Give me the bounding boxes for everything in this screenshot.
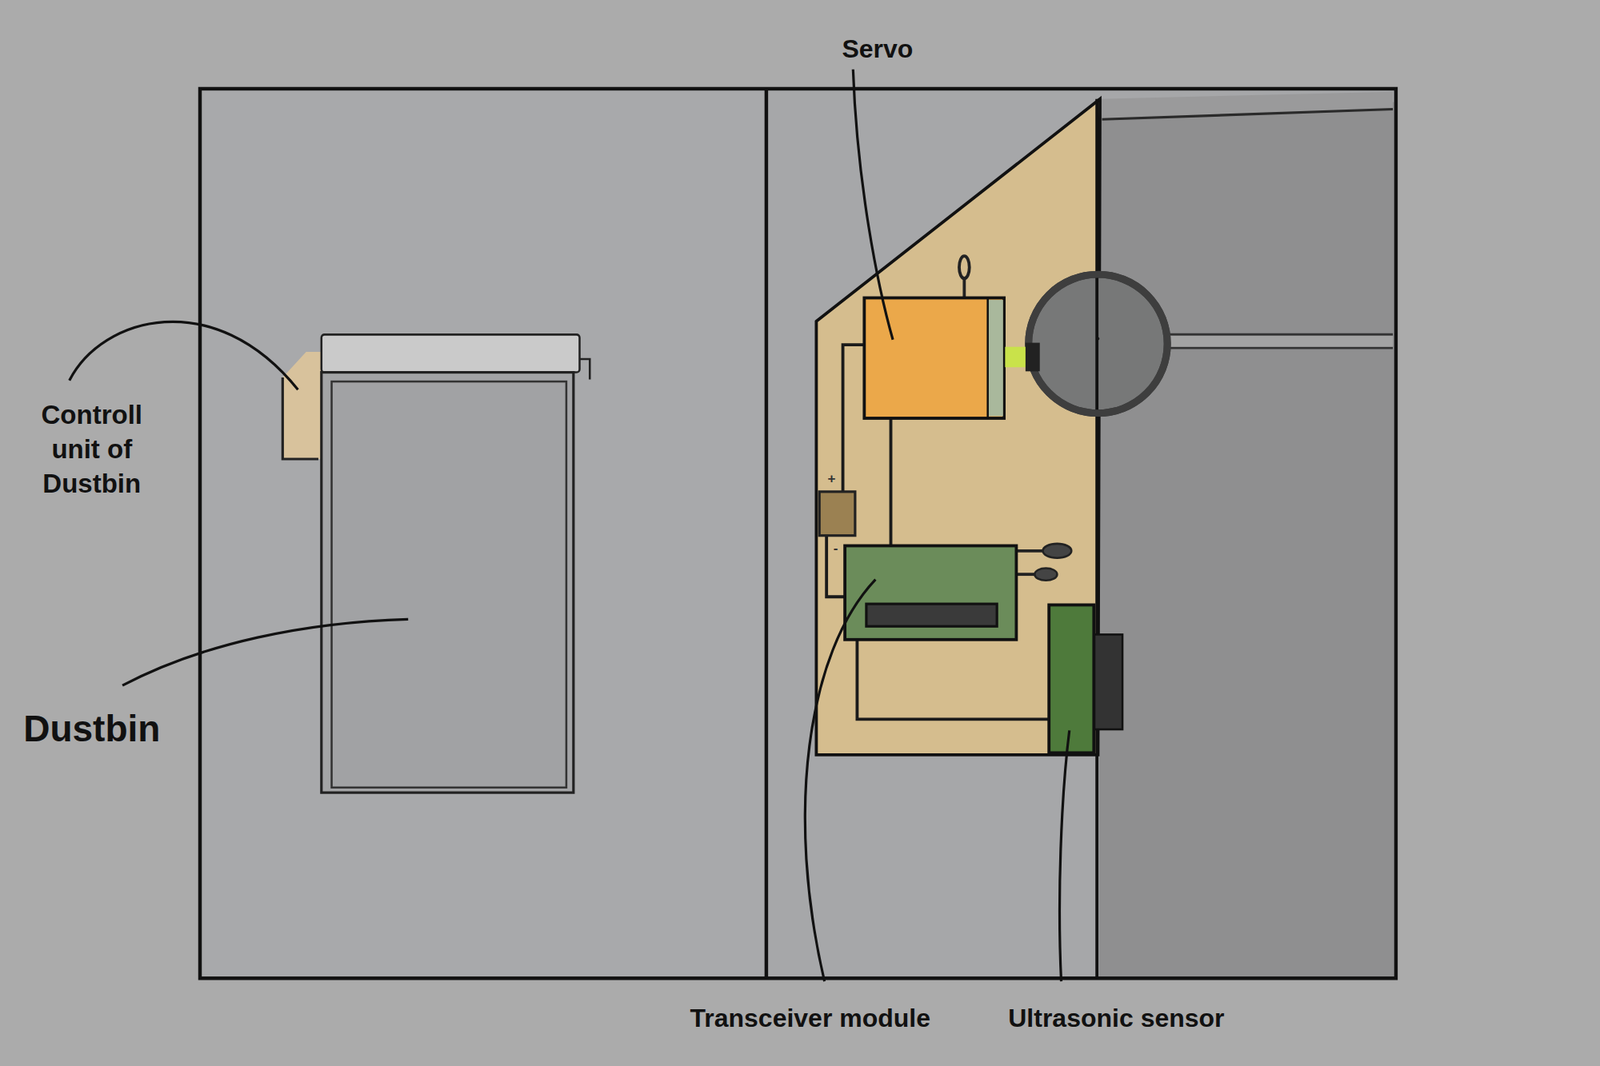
- frame-part: [1095, 755, 1099, 978]
- wires-part: [843, 344, 865, 492]
- dustbin-drawing-part: [282, 352, 321, 460]
- frame: [200, 88, 1396, 979]
- servo-drawing-part: [959, 256, 970, 279]
- battery-drawing-part: [819, 492, 856, 536]
- dustbin-drawing-part: [282, 377, 319, 460]
- transceiver-drawing-part: [844, 545, 1016, 640]
- control-unit-drawing-part: [1028, 274, 1168, 413]
- frame-part: [1163, 346, 1393, 349]
- wires-part: [889, 418, 893, 564]
- transceiver-drawing-part: [1043, 544, 1072, 559]
- frame-part: [200, 88, 767, 979]
- dustbin-drawing-part: [579, 359, 590, 380]
- ultrasonic-drawing: [1048, 604, 1123, 753]
- transceiver-drawing: [844, 544, 1072, 640]
- frame-part: [764, 88, 768, 979]
- polarity-sign: -: [833, 541, 839, 556]
- transceiver-drawing-part: [1034, 568, 1057, 581]
- part-label: Controll unit of Dustbin: [21, 397, 162, 501]
- transceiver-drawing-part: [866, 604, 997, 627]
- wires-part: [826, 536, 845, 598]
- servo-drawing: [864, 256, 1040, 419]
- leader-lines-part: [804, 580, 876, 983]
- servo-drawing-part: [962, 278, 966, 298]
- frame-part: [766, 88, 1396, 979]
- part-label: Servo: [841, 33, 913, 64]
- part-label: Dustbin: [23, 707, 160, 751]
- frame-part: [1100, 92, 1393, 120]
- frame-part: [1099, 102, 1395, 978]
- servo-drawing-part: [986, 297, 989, 419]
- servo-drawing-part: [1025, 343, 1040, 372]
- control-unit-drawing: [816, 99, 1168, 756]
- frame-part: [1163, 336, 1393, 348]
- polarity-sign: +: [828, 472, 836, 487]
- leader-lines-part: [852, 69, 893, 340]
- frame-part: [1163, 333, 1393, 336]
- part-label: Transceiver module: [689, 1003, 931, 1034]
- control-unit-drawing-part: [816, 99, 1100, 756]
- ultrasonic-drawing-part: [1093, 634, 1123, 730]
- ultrasonic-drawing-part: [1048, 604, 1094, 753]
- leader-lines-part: [69, 321, 299, 390]
- part-label: Ultrasonic sensor: [1008, 1003, 1224, 1034]
- dustbin-drawing-part: [321, 334, 580, 372]
- frame-part: [1102, 108, 1394, 120]
- battery-drawing: [819, 492, 856, 536]
- dustbin-drawing-part: [332, 381, 567, 788]
- dustbin-drawing: [282, 334, 590, 793]
- leader-lines-part: [1060, 730, 1070, 982]
- wires-part: [856, 640, 1049, 720]
- servo-drawing-part: [988, 300, 1004, 416]
- frame-part: [200, 88, 1396, 979]
- dustbin-drawing-part: [321, 372, 574, 794]
- leader-lines: [69, 69, 1070, 982]
- leader-lines-part: [122, 619, 408, 686]
